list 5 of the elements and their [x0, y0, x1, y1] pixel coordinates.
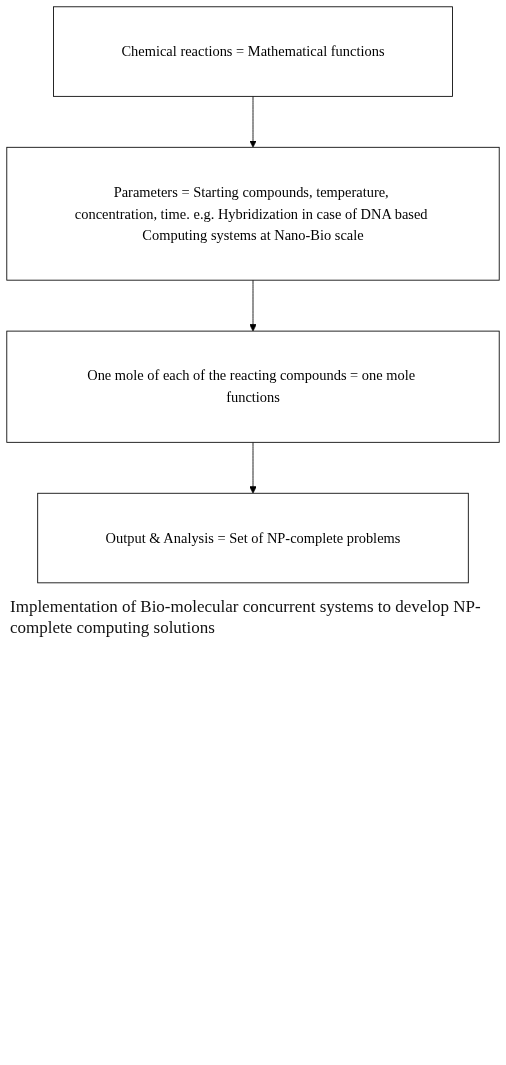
node-box: One mole of each of the reacting compounds = one mole functions	[6, 330, 500, 443]
caption: Implementation of Bio-molecular concurrent systems to develop NP-complete computing solutions	[10, 595, 482, 639]
node-box: Chemical reactions = Mathematical functions	[53, 6, 453, 97]
node-box: Output & Analysis = Set of NP-complete problems	[37, 492, 469, 584]
node-box: Parameters = Starting compounds, temperature, concentration, time. e.g. Hybridization in case of DNA based Computing systems at Nano-Bio scale	[6, 146, 500, 281]
